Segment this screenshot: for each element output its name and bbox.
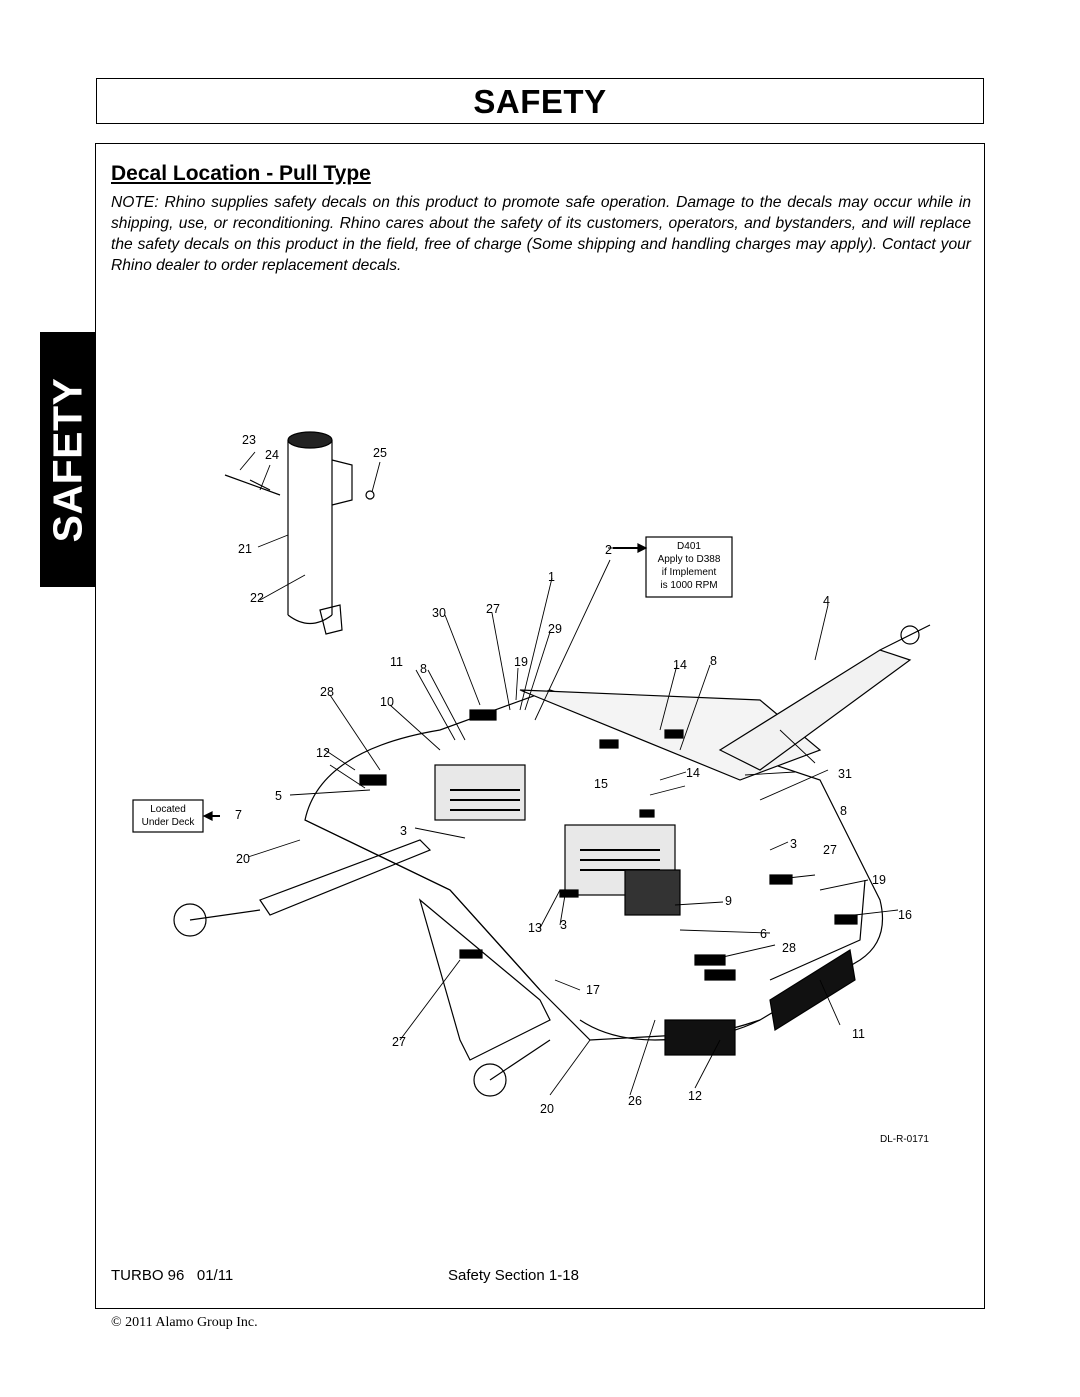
callout-27c: 27 (392, 1035, 406, 1049)
callout-leaders (239, 451, 899, 1096)
decal-box-line4: is 1000 RPM (660, 580, 717, 591)
callout-28a: 28 (320, 685, 334, 699)
callout-27a: 27 (486, 602, 500, 616)
note-paragraph: NOTE: Rhino supplies safety decals on th… (111, 192, 971, 276)
callout-12a: 12 (316, 746, 330, 760)
footer-page-number: Safety Section 1-18 (448, 1267, 579, 1284)
mower-deck-drawing (173, 624, 931, 1097)
side-section-tab: SAFETY (40, 332, 96, 587)
callout-29: 29 (548, 622, 562, 636)
mower-decal-diagram: D401 Apply to D388 if Implement is 1000 … (132, 431, 931, 1145)
callout-30: 30 (432, 606, 446, 620)
copyright-notice: © 2011 Alamo Group Inc. (111, 1315, 258, 1330)
callout-31: 31 (838, 767, 852, 781)
callout-22: 22 (250, 591, 264, 605)
header-box: SAFETY (96, 78, 984, 124)
callout-21: 21 (238, 542, 252, 556)
callout-1: 1 (548, 570, 555, 584)
callout-8a: 8 (420, 662, 427, 676)
callout-23: 23 (242, 433, 256, 447)
callout-12b: 12 (688, 1089, 702, 1103)
callout-3b: 3 (790, 837, 797, 851)
callout-16: 16 (898, 908, 912, 922)
located-box-line1: Located (150, 804, 186, 815)
page-header-title: SAFETY (473, 83, 607, 120)
callout-17: 17 (586, 983, 600, 997)
callout-3a: 3 (400, 824, 407, 838)
decal-box-line3: if Implement (662, 567, 717, 578)
note-text: Rhino supplies safety decals on this pro… (111, 194, 971, 274)
callout-7: 7 (235, 808, 242, 822)
note-label: NOTE: (111, 194, 159, 211)
callout-19b: 19 (872, 873, 886, 887)
decal-box-line1: D401 (677, 541, 701, 552)
footer-model-date: TURBO 96 01/11 (111, 1267, 234, 1284)
side-tab-label: SAFETY (44, 377, 91, 542)
callout-6: 6 (760, 927, 767, 941)
callout-28b: 28 (782, 941, 796, 955)
jack-stand-drawing (224, 431, 375, 635)
callout-24: 24 (265, 448, 279, 462)
decal-note-box (645, 536, 733, 598)
callout-25: 25 (373, 446, 387, 460)
decal-box-line2: Apply to D388 (658, 554, 721, 565)
content-frame (95, 143, 985, 1309)
callout-11b: 11 (852, 1027, 865, 1041)
callout-9: 9 (725, 894, 732, 908)
callout-20a: 20 (236, 852, 250, 866)
callout-26: 26 (628, 1094, 642, 1108)
callout-2: 2 (605, 543, 612, 557)
callout-10: 10 (380, 695, 394, 709)
callout-13: 13 (528, 921, 542, 935)
drawing-code: DL-R-0171 (880, 1134, 929, 1145)
located-box-line2: Under Deck (142, 817, 196, 828)
callout-8b: 8 (710, 654, 717, 668)
callout-14a: 14 (673, 658, 687, 672)
callout-19a: 19 (514, 655, 528, 669)
callout-8c: 8 (840, 804, 847, 818)
callout-14b: 14 (686, 766, 700, 780)
callout-11a: 11 (390, 655, 403, 669)
callout-27b: 27 (823, 843, 837, 857)
callout-5: 5 (275, 789, 282, 803)
callout-4: 4 (823, 594, 830, 608)
section-title: Decal Location - Pull Type (111, 162, 371, 185)
callout-20b: 20 (540, 1102, 554, 1116)
callout-3c: 3 (560, 918, 567, 932)
callout-15: 15 (594, 777, 608, 791)
